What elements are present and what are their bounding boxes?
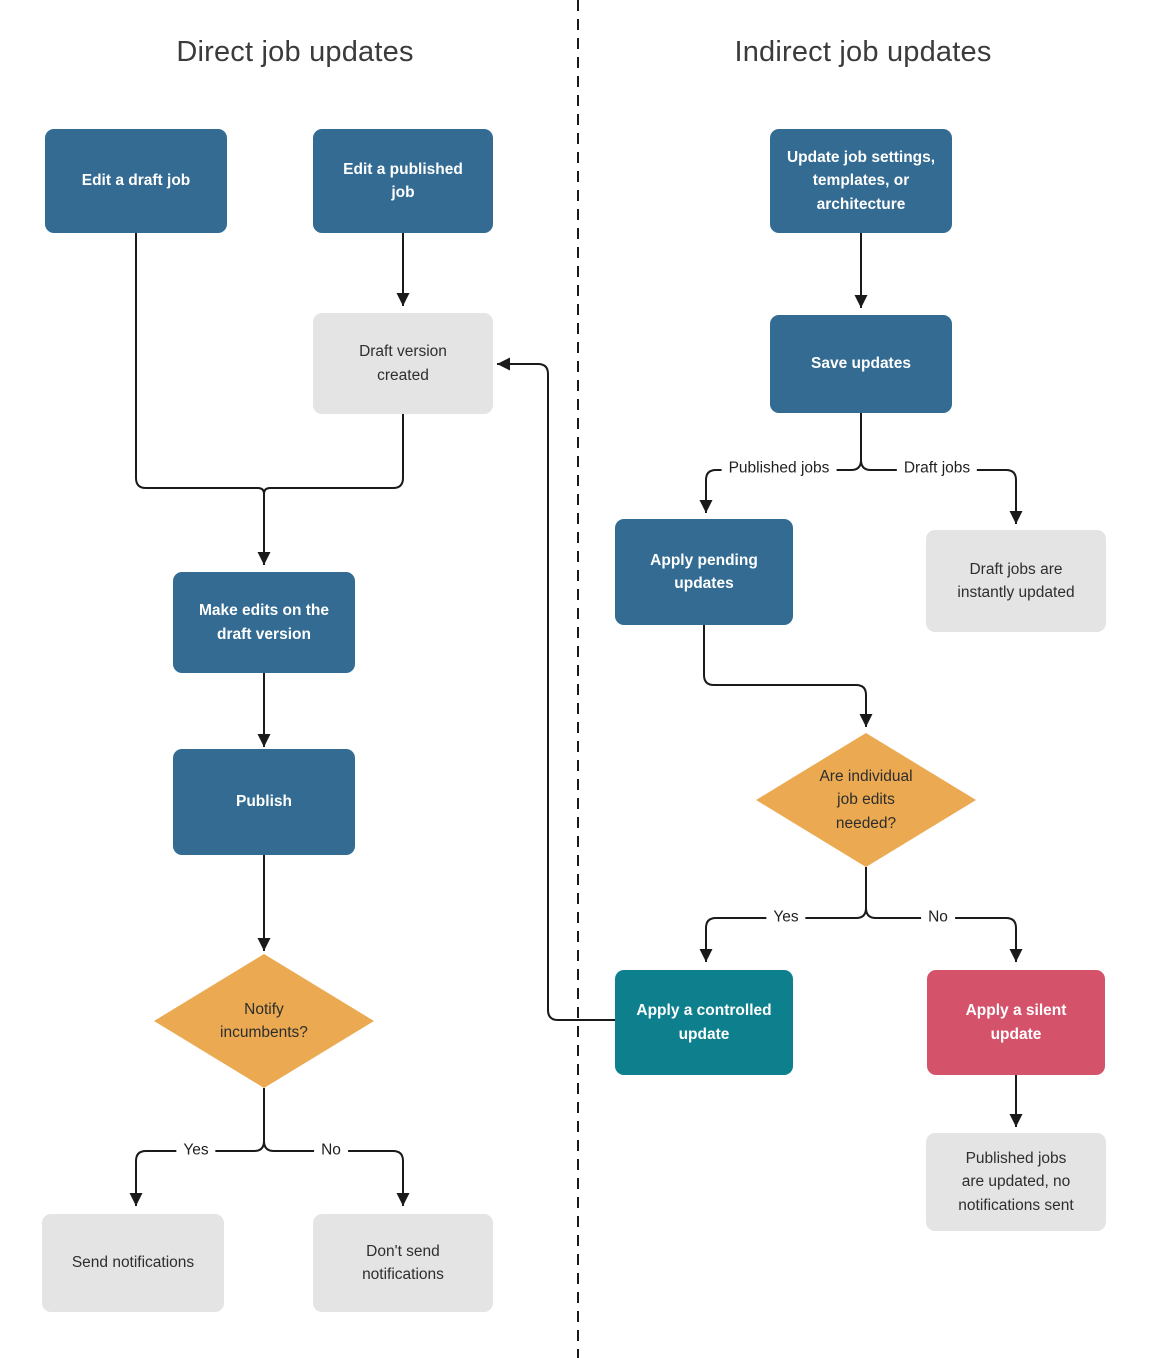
- node-label: Publish: [236, 793, 292, 811]
- node-apply-silent-update: Apply a silent update: [927, 970, 1105, 1075]
- node-publish: Publish: [173, 749, 355, 855]
- node-make-edits: Make edits on the draft version: [173, 572, 355, 673]
- node-label: Make edits on the draft version: [198, 602, 330, 643]
- node-label: Edit a draft job: [81, 172, 191, 190]
- node-dont-send-notifications: Don't send notifications: [313, 1214, 493, 1312]
- left-section-title: Direct job updates: [176, 36, 414, 68]
- node-draft-jobs-instantly-updated: Draft jobs are instantly updated: [926, 530, 1106, 632]
- node-edit-published-job: Edit a published job: [313, 129, 493, 233]
- right-section-title: Indirect job updates: [734, 36, 992, 68]
- node-edit-draft-job: Edit a draft job: [45, 129, 227, 233]
- node-published-jobs-updated: Published jobs are updated, no notificat…: [926, 1133, 1106, 1231]
- node-label: Apply pending updates: [650, 551, 758, 592]
- connector-controlled-to-draft-created: [497, 357, 615, 1021]
- node-draft-version-created: Draft version created: [313, 313, 493, 414]
- node-apply-controlled-update: Apply a controlled update: [615, 970, 793, 1075]
- connector-pending-to-edits-needed: [703, 625, 873, 727]
- node-label: Draft version created: [359, 343, 447, 384]
- node-label: Published jobs are updated, no notificat…: [958, 1150, 1074, 1214]
- node-send-notifications: Send notifications: [42, 1214, 224, 1312]
- node-label: Update job settings, templates, or archi…: [786, 149, 936, 213]
- node-label: Draft jobs are instantly updated: [957, 560, 1075, 601]
- node-save-updates: Save updates: [770, 315, 952, 413]
- node-label: Save updates: [811, 355, 911, 373]
- node-label: Don't send notifications: [362, 1242, 444, 1283]
- node-label: Apply a silent update: [965, 1002, 1067, 1043]
- node-update-job-settings: Update job settings, templates, or archi…: [770, 129, 952, 233]
- edge-label-published-jobs: Published jobs: [721, 458, 837, 480]
- edge-label-no-left: No: [314, 1140, 348, 1162]
- node-label: Notify incumbents?: [220, 1000, 308, 1041]
- connector-draft-created-merge: [263, 414, 404, 495]
- edge-label-no-right: No: [921, 907, 955, 929]
- node-label: Send notifications: [71, 1254, 195, 1272]
- node-label: Apply a controlled update: [636, 1002, 772, 1043]
- node-label: Edit a published job: [343, 160, 463, 201]
- edge-label-yes-right: Yes: [766, 907, 806, 929]
- edge-label-draft-jobs: Draft jobs: [896, 458, 978, 480]
- edge-label-yes-left: Yes: [176, 1140, 216, 1162]
- node-apply-pending-updates: Apply pending updates: [615, 519, 793, 625]
- connector-edit-draft-merge: [135, 233, 265, 495]
- node-label: Are individual job edits needed?: [819, 768, 913, 832]
